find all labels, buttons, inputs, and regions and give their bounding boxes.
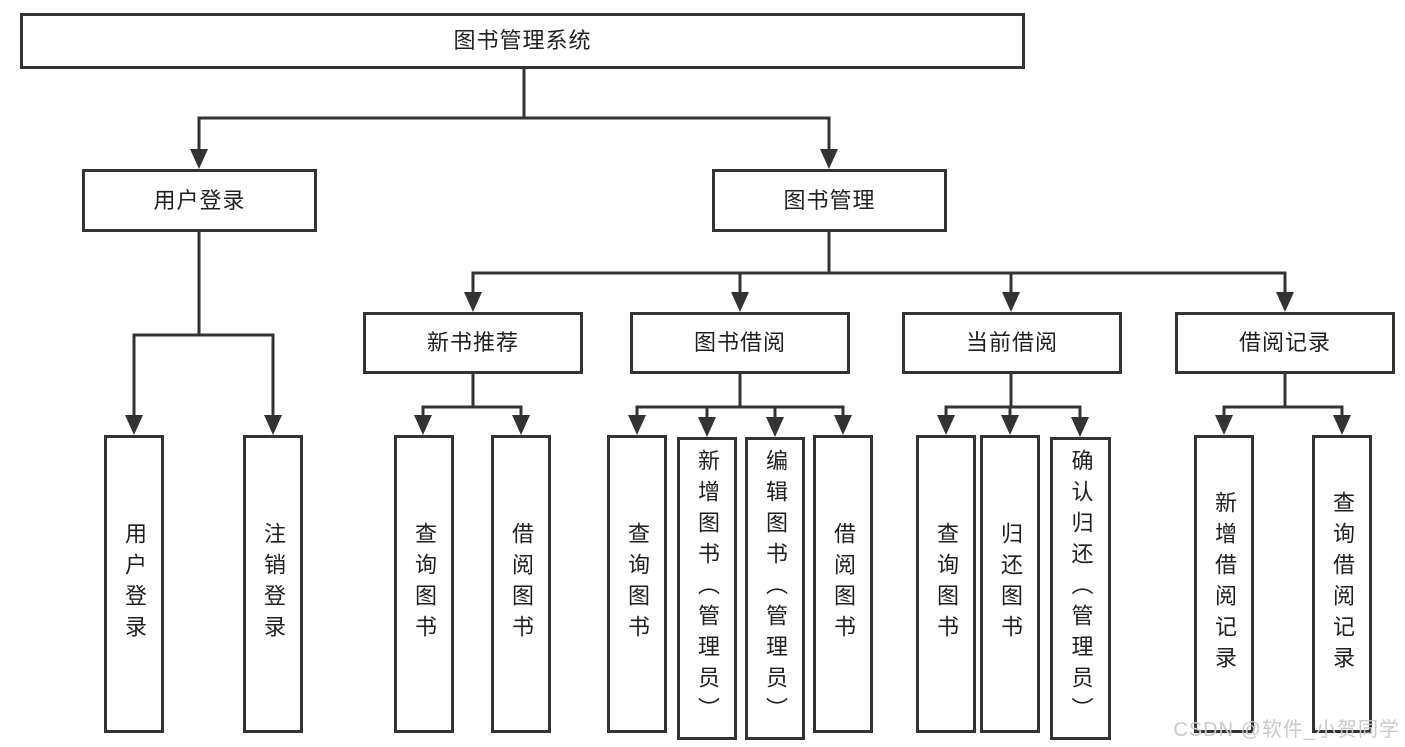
leaf-query-books-recommend: 查询图书 — [394, 435, 454, 733]
node-user-login: 用户登录 — [82, 169, 317, 232]
leaf-logout: 注销登录 — [243, 435, 303, 733]
node-book-management: 图书管理 — [712, 169, 947, 232]
leaf-query-books-current: 查询图书 — [916, 435, 976, 733]
leaf-edit-books-admin: 编辑图书（管理员） — [745, 437, 805, 740]
leaf-query-borrow-record: 查询借阅记录 — [1312, 435, 1372, 733]
node-book-borrowing: 图书借阅 — [630, 312, 850, 374]
leaf-borrow-books-recommend: 借阅图书 — [491, 435, 551, 733]
node-borrowing-records: 借阅记录 — [1175, 312, 1395, 374]
leaf-add-books-admin: 新增图书（管理员） — [677, 437, 737, 740]
node-new-book-recommend: 新书推荐 — [363, 312, 583, 374]
leaf-add-borrow-record: 新增借阅记录 — [1194, 435, 1254, 733]
leaf-borrow-books-borrowing: 借阅图书 — [813, 435, 873, 733]
leaf-user-login: 用户登录 — [104, 435, 164, 733]
leaf-confirm-return-admin: 确认归还（管理员） — [1050, 437, 1111, 740]
node-current-borrowing: 当前借阅 — [902, 312, 1122, 374]
leaf-query-books-borrowing: 查询图书 — [607, 435, 667, 733]
leaf-return-books: 归还图书 — [980, 435, 1040, 733]
node-library-management-system: 图书管理系统 — [20, 13, 1025, 69]
csdn-watermark: CSDN @软件_小贺同学 — [1173, 719, 1400, 741]
